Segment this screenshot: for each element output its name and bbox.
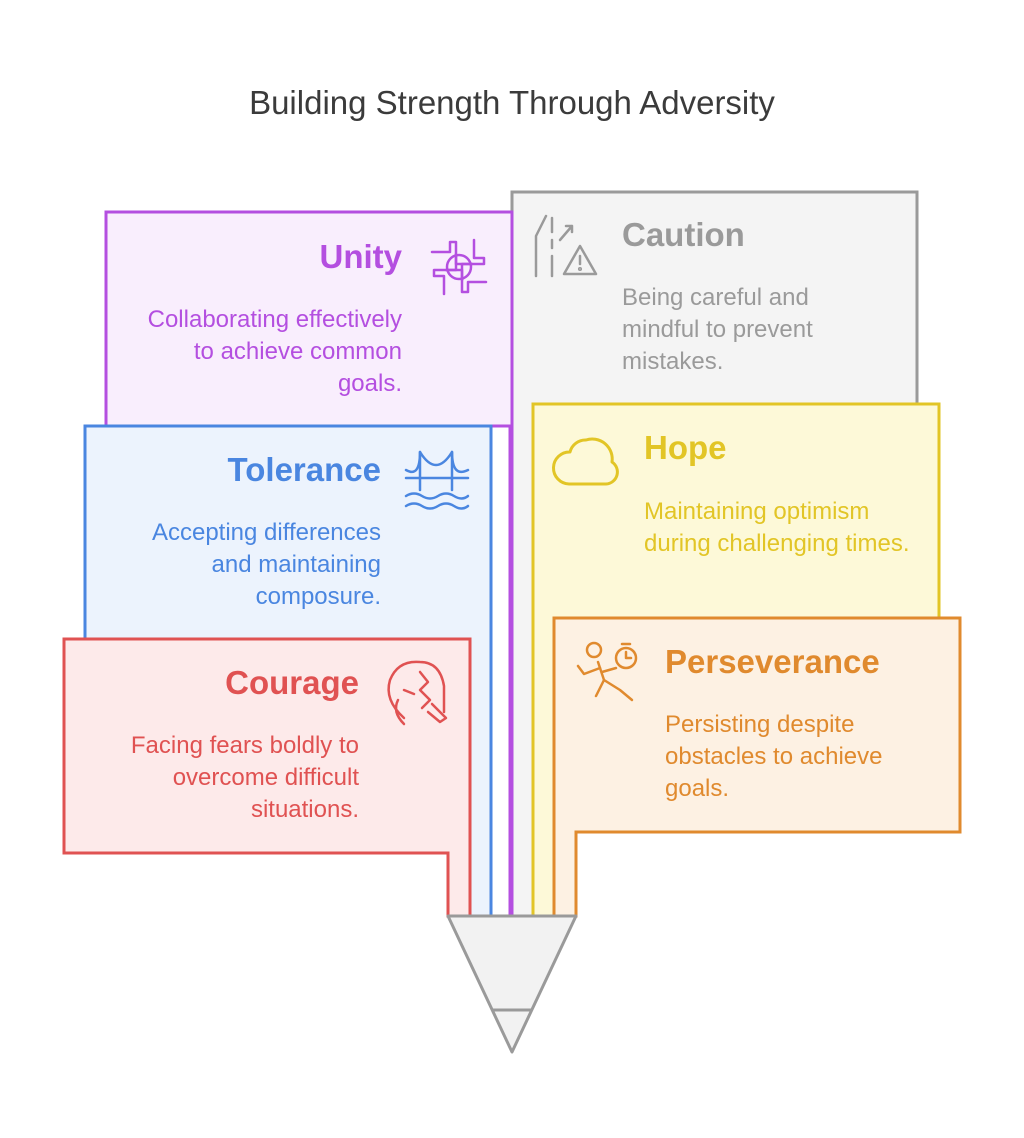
page-title: Building Strength Through Adversity: [249, 84, 775, 121]
lion-head-icon: [387, 660, 448, 726]
tolerance-description: Accepting differences and maintaining co…: [151, 519, 381, 610]
tolerance-title: Tolerance: [227, 451, 381, 488]
caution-description: Being careful and mindful to prevent mis…: [622, 284, 813, 375]
hands-circle-icon: [430, 238, 488, 296]
funnel-tip: [446, 914, 578, 1054]
courage-description: Facing fears boldly to overcome difficul…: [130, 732, 359, 823]
hope-description: Maintaining optimism during challenging …: [644, 498, 910, 557]
warning-road-icon: [534, 214, 598, 278]
hope-title: Hope: [644, 429, 727, 466]
cloud-icon: [552, 437, 619, 486]
courage-title: Courage: [225, 664, 359, 701]
unity-description: Collaborating effectively to achieve com…: [147, 306, 402, 397]
caution-title: Caution: [622, 216, 745, 253]
bridge-icon: [404, 450, 470, 510]
unity-title: Unity: [319, 238, 403, 275]
runner-stopwatch-icon: [576, 641, 638, 702]
perseverance-description: Persisting despite obstacles to achieve …: [665, 711, 883, 802]
perseverance-title: Perseverance: [665, 643, 880, 680]
